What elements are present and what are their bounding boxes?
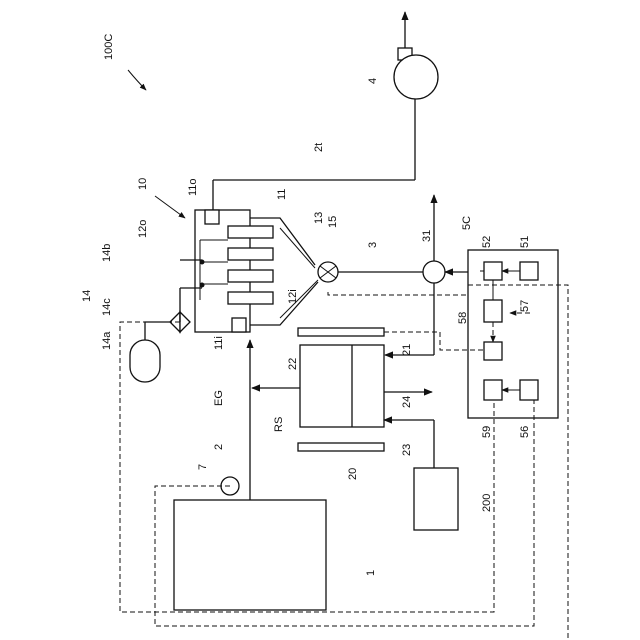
label-2t: 2t bbox=[313, 143, 325, 152]
label-12o: 12o bbox=[137, 220, 149, 238]
label-51: 51 bbox=[519, 236, 531, 248]
label-4: 4 bbox=[367, 78, 379, 84]
label-20: 20 bbox=[347, 468, 359, 480]
labels: 100C 10 11o 11 13 12o 15 3 31 5C 52 51 1… bbox=[81, 34, 531, 576]
label-14c: 14c bbox=[101, 298, 113, 316]
label-14: 14 bbox=[81, 290, 93, 302]
label-15: 15 bbox=[327, 216, 339, 228]
valve-15 bbox=[318, 262, 423, 282]
label-22: 22 bbox=[287, 358, 299, 370]
label-rs: RS bbox=[273, 417, 285, 432]
label-23: 23 bbox=[401, 444, 413, 456]
exhaust-line-2 bbox=[221, 340, 250, 500]
label-unit10: 10 bbox=[137, 178, 149, 190]
label-11o: 11o bbox=[187, 178, 199, 196]
tank-14a bbox=[130, 260, 202, 382]
line-2t bbox=[213, 180, 415, 210]
label-52: 52 bbox=[481, 236, 493, 248]
label-58: 58 bbox=[457, 312, 469, 324]
tank-1 bbox=[174, 500, 326, 610]
label-57: 57 bbox=[519, 300, 531, 312]
label-system: 100C bbox=[103, 34, 115, 60]
label-24: 24 bbox=[401, 396, 413, 408]
label-1: 1 bbox=[365, 570, 377, 576]
component-4-motor bbox=[394, 12, 438, 180]
label-31: 31 bbox=[421, 230, 433, 242]
label-7: 7 bbox=[197, 464, 209, 470]
label-5c: 5C bbox=[461, 216, 473, 230]
label-11i: 11i bbox=[213, 336, 225, 350]
label-21: 21 bbox=[401, 344, 413, 356]
controller-5c bbox=[468, 250, 558, 418]
label-eg: EG bbox=[213, 390, 225, 406]
label-59: 59 bbox=[481, 426, 493, 438]
heat-exchanger-10 bbox=[195, 210, 318, 332]
label-11: 11 bbox=[276, 189, 288, 200]
label-13: 13 bbox=[313, 212, 325, 224]
label-12i: 12i bbox=[287, 289, 299, 304]
label-56: 56 bbox=[519, 426, 531, 438]
label-2: 2 bbox=[213, 444, 225, 450]
label-14a: 14a bbox=[101, 331, 113, 350]
label-14b: 14b bbox=[101, 244, 113, 262]
label-3: 3 bbox=[367, 242, 379, 248]
label-200: 200 bbox=[481, 494, 493, 512]
